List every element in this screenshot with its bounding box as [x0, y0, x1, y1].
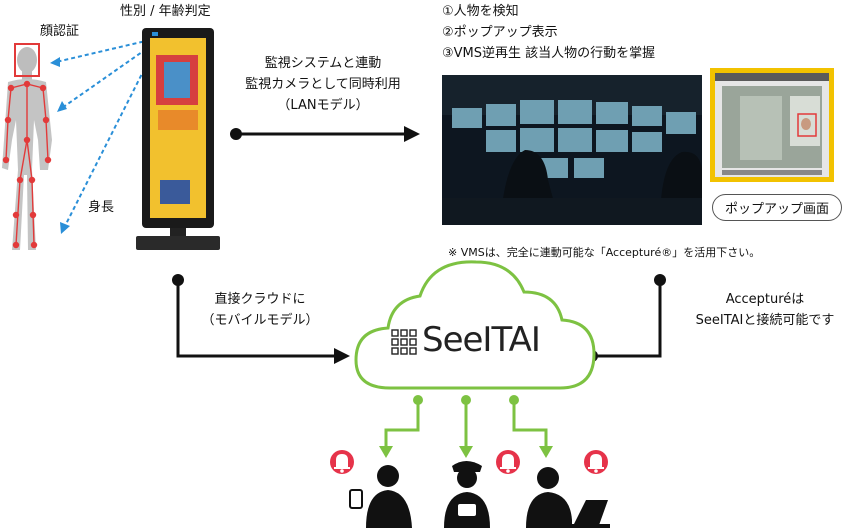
seeitai-logo-text: SeeITAI — [422, 320, 541, 360]
arrow-lan — [230, 126, 420, 142]
label-accepture-1: Accepturéは — [725, 292, 805, 307]
control-room-photo — [442, 75, 702, 225]
line-accepture — [586, 274, 666, 362]
label-cloud-direct-2: （モバイルモデル） — [201, 313, 319, 328]
label-gender-age: 性別 / 年齢判定 — [120, 4, 211, 19]
label-cloud-direct-1: 直接クラウドに — [214, 292, 306, 307]
step-3: ③VMS逆再生 該当人物の行動を掌握 — [442, 46, 656, 61]
step-2: ②ポップアップ表示 — [442, 25, 558, 40]
label-vms-link-1: 監視システムと連動 — [264, 56, 382, 71]
popup-screen-inset — [710, 68, 834, 182]
cloud-shape — [354, 260, 596, 390]
bell-icon — [330, 450, 354, 474]
step-1: ①人物を検知 — [442, 4, 519, 19]
seeitai-logo-icon — [391, 329, 417, 355]
human-figure — [2, 47, 52, 250]
vms-note: ※ VMSは、完全に連動可能な「Accepturé®」を活用下さい。 — [448, 246, 761, 259]
label-accepture-2: SeeITAIと接続可能です — [695, 313, 835, 328]
person-laptop-icon — [526, 467, 610, 528]
label-face-auth: 顔認証 — [40, 24, 80, 39]
popup-screen-label: ポップアップ画面 — [712, 194, 843, 221]
green-dots — [379, 395, 553, 458]
arrow-mobile — [172, 274, 350, 364]
label-vms-link-3: （LANモデル） — [277, 98, 369, 113]
label-height: 身長 — [88, 200, 115, 215]
skeleton-overlay — [2, 80, 52, 249]
green-connectors — [384, 400, 548, 450]
person-smartphone-icon — [349, 465, 412, 528]
signage-kiosk — [136, 28, 220, 250]
ray-arrowheads — [50, 57, 70, 234]
security-guard-icon — [444, 461, 490, 528]
bell-icon — [496, 450, 520, 474]
label-vms-link-2: 監視カメラとして同時利用 — [245, 77, 401, 92]
face-detect-box — [14, 43, 40, 77]
bell-icon — [584, 450, 608, 474]
